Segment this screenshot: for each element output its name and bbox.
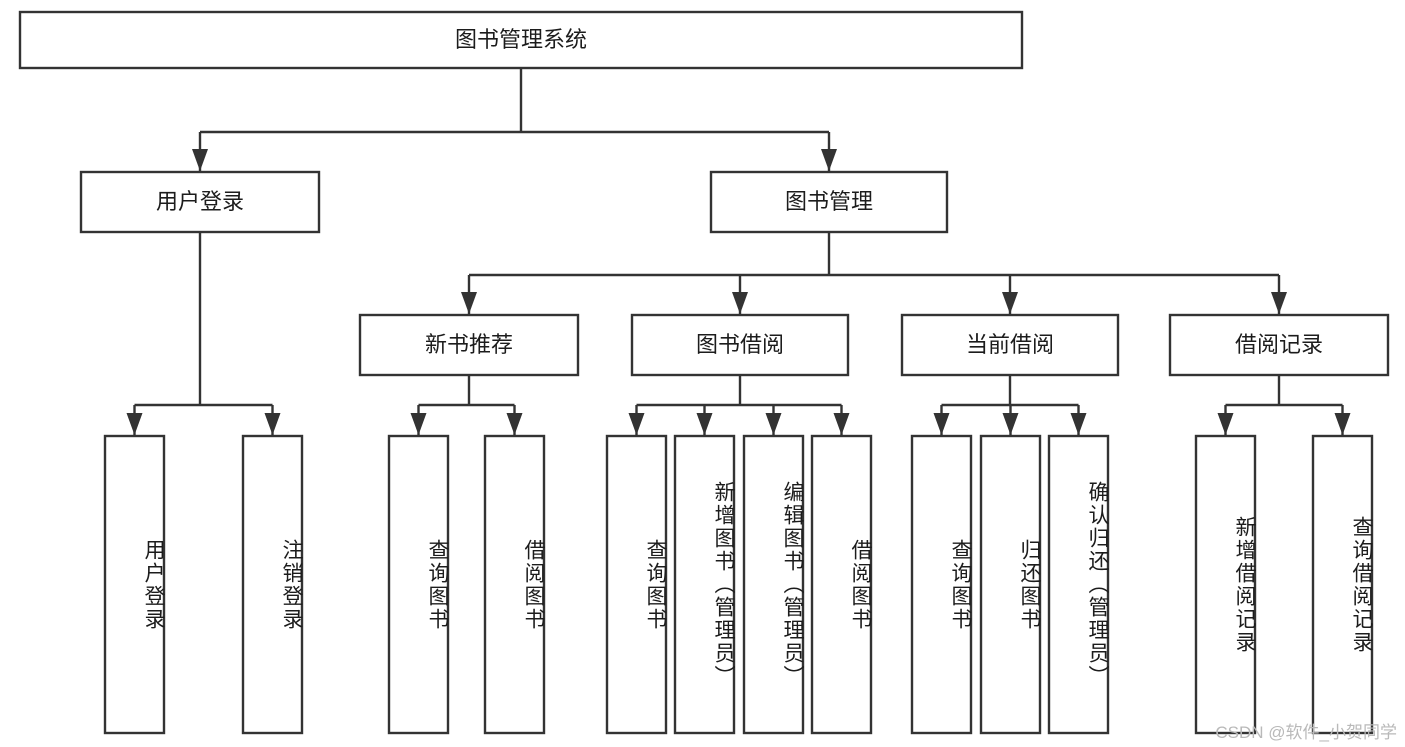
arrow-head <box>933 413 950 435</box>
node-box <box>79 170 321 234</box>
arrow-head <box>696 413 713 435</box>
arrow-head <box>765 413 782 435</box>
node-label: 图书借阅 <box>696 332 784 357</box>
node-label: 图书管理系统 <box>455 27 587 52</box>
node-box <box>241 434 304 735</box>
node-leaf-borrow-book-recommend[interactable] <box>483 434 546 735</box>
arrow-head <box>833 413 850 435</box>
node-leaf-user-login[interactable] <box>103 434 166 735</box>
node-label: 新书推荐 <box>425 332 513 357</box>
node-leaf-edit-book[interactable] <box>742 434 805 735</box>
node-label: 图书管理 <box>785 189 873 214</box>
node-box <box>673 434 736 735</box>
node-label: 借阅记录 <box>1235 332 1323 357</box>
node-box <box>1047 434 1110 735</box>
arrow-head <box>821 149 837 171</box>
node-box <box>483 434 546 735</box>
node-leaf-query-book-current[interactable] <box>910 434 973 735</box>
node-box <box>810 434 873 735</box>
node-box <box>742 434 805 735</box>
node-book-borrow[interactable]: 图书借阅 <box>630 313 850 377</box>
arrow-head <box>1271 292 1287 314</box>
arrow-head <box>1217 413 1234 435</box>
arrow-head <box>1002 413 1019 435</box>
node-box <box>900 313 1120 377</box>
arrow-head <box>461 292 477 314</box>
node-leaf-borrow-book[interactable] <box>810 434 873 735</box>
node-book-management[interactable]: 图书管理 <box>709 170 949 234</box>
node-root[interactable]: 图书管理系统 <box>18 10 1024 70</box>
node-label: 用户登录 <box>156 189 244 214</box>
node-box <box>1168 313 1390 377</box>
arrow-head <box>1334 413 1351 435</box>
node-new-book-recommend[interactable]: 新书推荐 <box>358 313 580 377</box>
node-leaf-add-book[interactable] <box>673 434 736 735</box>
node-box <box>1194 434 1257 735</box>
node-leaf-logout[interactable] <box>241 434 304 735</box>
node-current-borrow[interactable]: 当前借阅 <box>900 313 1120 377</box>
arrow-head <box>192 149 208 171</box>
arrow-head <box>1070 413 1087 435</box>
node-box <box>630 313 850 377</box>
node-box <box>387 434 450 735</box>
node-box <box>605 434 668 735</box>
node-box <box>18 10 1024 70</box>
node-label: 当前借阅 <box>966 332 1054 357</box>
node-box <box>1311 434 1374 735</box>
node-box <box>709 170 949 234</box>
csdn-watermark: CSDN @软件_小贺同学 <box>1215 723 1397 742</box>
node-box <box>103 434 166 735</box>
arrow-head <box>1002 292 1018 314</box>
arrow-head <box>506 413 523 435</box>
arrow-head <box>264 413 281 435</box>
node-box <box>358 313 580 377</box>
connectors-layer <box>126 68 1351 436</box>
node-user-login[interactable]: 用户登录 <box>79 170 321 234</box>
arrow-head <box>410 413 427 435</box>
node-leaf-add-borrow-record[interactable] <box>1194 434 1257 735</box>
arrow-head <box>628 413 645 435</box>
arrow-head <box>732 292 748 314</box>
node-leaf-query-book-recommend[interactable] <box>387 434 450 735</box>
node-borrow-record[interactable]: 借阅记录 <box>1168 313 1390 377</box>
node-leaf-confirm-return[interactable] <box>1047 434 1110 735</box>
node-leaf-query-book-borrow[interactable] <box>605 434 668 735</box>
node-leaf-return-book[interactable] <box>979 434 1042 735</box>
arrow-head <box>126 413 143 435</box>
node-box <box>979 434 1042 735</box>
node-leaf-query-borrow-record[interactable] <box>1311 434 1374 735</box>
node-box <box>910 434 973 735</box>
